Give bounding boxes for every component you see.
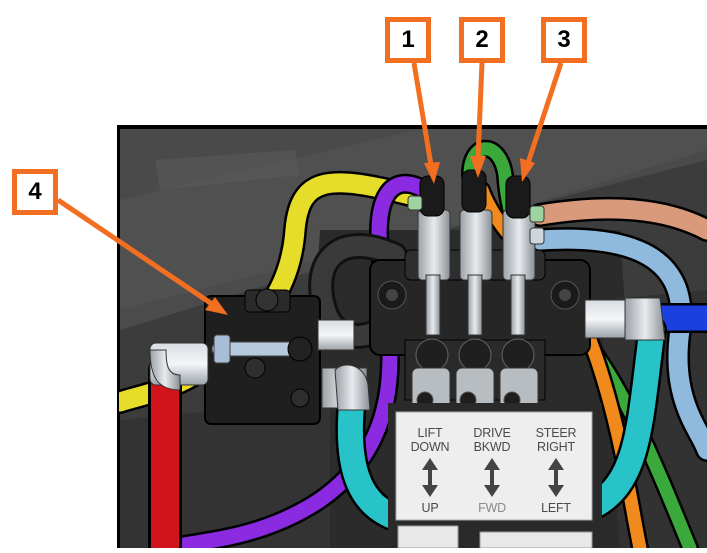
spool-sections (404, 338, 546, 409)
placard-up-label: UP (422, 501, 439, 515)
callout-1-number: 1 (401, 26, 415, 53)
lever-1 (407, 175, 451, 336)
placard-drive-label: DRIVE (473, 426, 510, 440)
callout-3: 3 (541, 17, 587, 63)
callout-4: 4 (12, 169, 58, 215)
placard-steer-label: STEER (536, 426, 577, 440)
callout-2: 2 (459, 17, 505, 63)
lever-3 (502, 175, 545, 336)
lever-2 (459, 169, 493, 336)
control-levers (407, 169, 545, 336)
placard-down-label: DOWN (411, 440, 450, 454)
placard-lift-label: LIFT (418, 426, 443, 440)
callout-arrows (56, 62, 564, 315)
callout-3-number: 3 (557, 26, 571, 53)
up-down-arrow-icon (548, 458, 564, 497)
placard-left-label: LEFT (541, 501, 571, 515)
callout-4-number: 4 (28, 178, 42, 205)
placard-fwd-label: FWD (478, 501, 506, 515)
callout-2-number: 2 (475, 26, 489, 53)
flow-control-block (149, 288, 371, 425)
control-placard: LIFT DOWN UP DRIVE BKWD FWD STEER RIGHT (388, 403, 602, 548)
up-down-arrow-icon (422, 458, 438, 497)
placard-bkwd-label: BKWD (474, 440, 511, 454)
up-down-arrow-icon (484, 458, 500, 497)
callout-1: 1 (385, 17, 431, 63)
placard-right-label: RIGHT (537, 440, 575, 454)
